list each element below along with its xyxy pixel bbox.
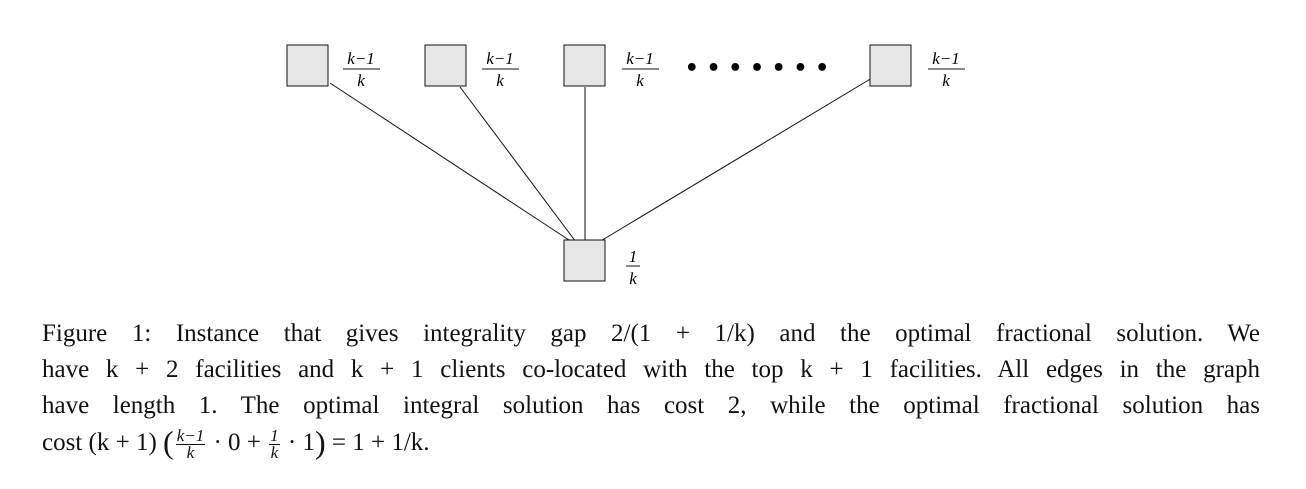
- caption-line-3: have length 1. The optimal integral solu…: [42, 392, 1260, 419]
- caption-cost-prefix: cost (k + 1): [42, 429, 157, 456]
- svg-text:k: k: [636, 71, 644, 90]
- caption-text-1: Instance that gives integrality gap 2/(1…: [175, 320, 1260, 347]
- node-label-3: k−1 k: [622, 49, 659, 90]
- caption-cost-end: · 1: [287, 429, 315, 456]
- facility-node-bottom: [563, 239, 606, 282]
- edge-1: [329, 82, 573, 243]
- node-label-1: k−1 k: [343, 49, 380, 90]
- facility-node-4: [869, 44, 912, 87]
- svg-text:k−1: k−1: [626, 49, 654, 68]
- edge-2: [459, 86, 577, 243]
- node-label-2: k−1 k: [482, 49, 519, 90]
- caption-cost-middle: · 0 +: [213, 429, 261, 456]
- svg-text:k−1: k−1: [932, 49, 960, 68]
- edge-4: [598, 77, 873, 243]
- facility-node-3: [563, 44, 606, 87]
- node-label-4: k−1 k: [928, 49, 965, 90]
- caption-label: Figure 1:: [42, 320, 152, 347]
- facility-node-2: [424, 44, 467, 87]
- svg-text:1: 1: [629, 247, 638, 266]
- caption-cost-result: = 1 + 1/k.: [331, 429, 430, 456]
- facility-node-1: [286, 44, 329, 87]
- ellipsis-dots: • • • • • • •: [685, 56, 829, 81]
- caption-line-2: have k + 2 facilities and k + 1 clients …: [42, 356, 1260, 383]
- svg-text:k−1: k−1: [486, 49, 514, 68]
- svg-text:k: k: [629, 269, 637, 288]
- svg-text:k: k: [357, 71, 365, 90]
- svg-text:k: k: [942, 71, 950, 90]
- svg-text:k: k: [496, 71, 504, 90]
- facility-graph-figure: k−1 k k−1 k k−1 k k−1 k • • • • • • • 1 …: [286, 44, 965, 288]
- node-label-bottom: 1 k: [626, 247, 640, 288]
- figure-caption: Figure 1: Instance that gives integralit…: [42, 316, 1260, 461]
- caption-line-1: Figure 1: Instance that gives integralit…: [42, 316, 1260, 352]
- svg-text:k−1: k−1: [347, 49, 375, 68]
